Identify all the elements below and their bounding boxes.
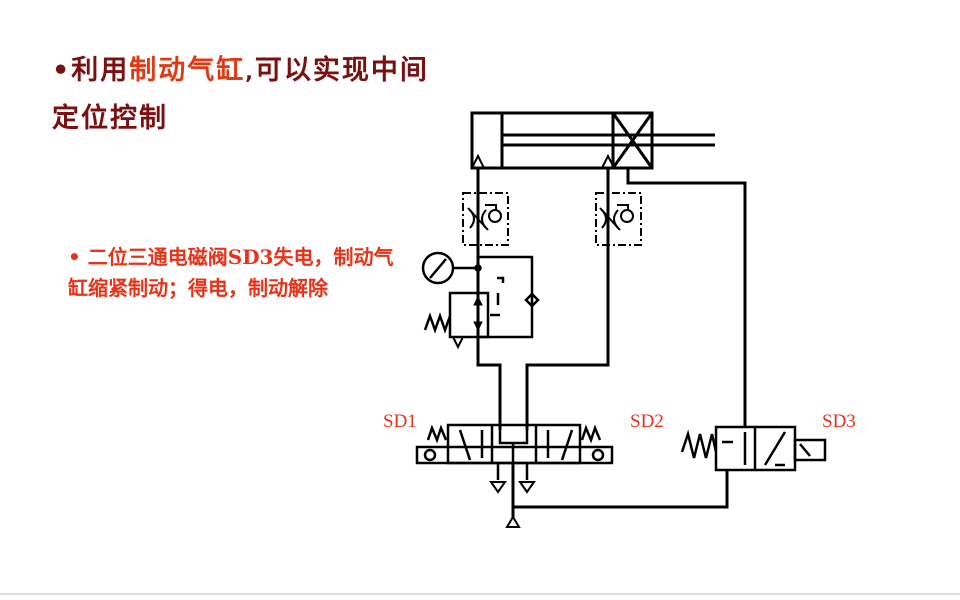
flow-control-valve-left	[462, 192, 509, 246]
bullet: •	[52, 55, 72, 86]
slide-title-line2: 定位控制	[52, 103, 168, 134]
label-sd3: SD3	[822, 411, 856, 432]
valve-sd1-sd2	[415, 423, 614, 494]
pressure-gauge	[421, 251, 482, 285]
pilot-check-valve	[423, 255, 540, 350]
title-highlight: 制动气缸	[129, 55, 246, 86]
divider	[0, 593, 960, 595]
title-text: 利用	[71, 55, 130, 86]
flow-control-valve-right	[595, 192, 642, 246]
label-sd2: SD2	[630, 411, 664, 432]
label-sd1: SD1	[383, 411, 417, 432]
slide-title-line1: •利用制动气缸,可以实现中间	[52, 48, 429, 87]
title-text-2: 可以实现中间	[254, 55, 429, 86]
valve-sd3	[680, 425, 827, 472]
title-comma: ,	[245, 60, 255, 84]
brake-cylinder	[470, 111, 715, 170]
description-note: • 二位三通电磁阀SD3失电，制动气缸缩紧制动；得电，制动解除	[68, 245, 394, 300]
